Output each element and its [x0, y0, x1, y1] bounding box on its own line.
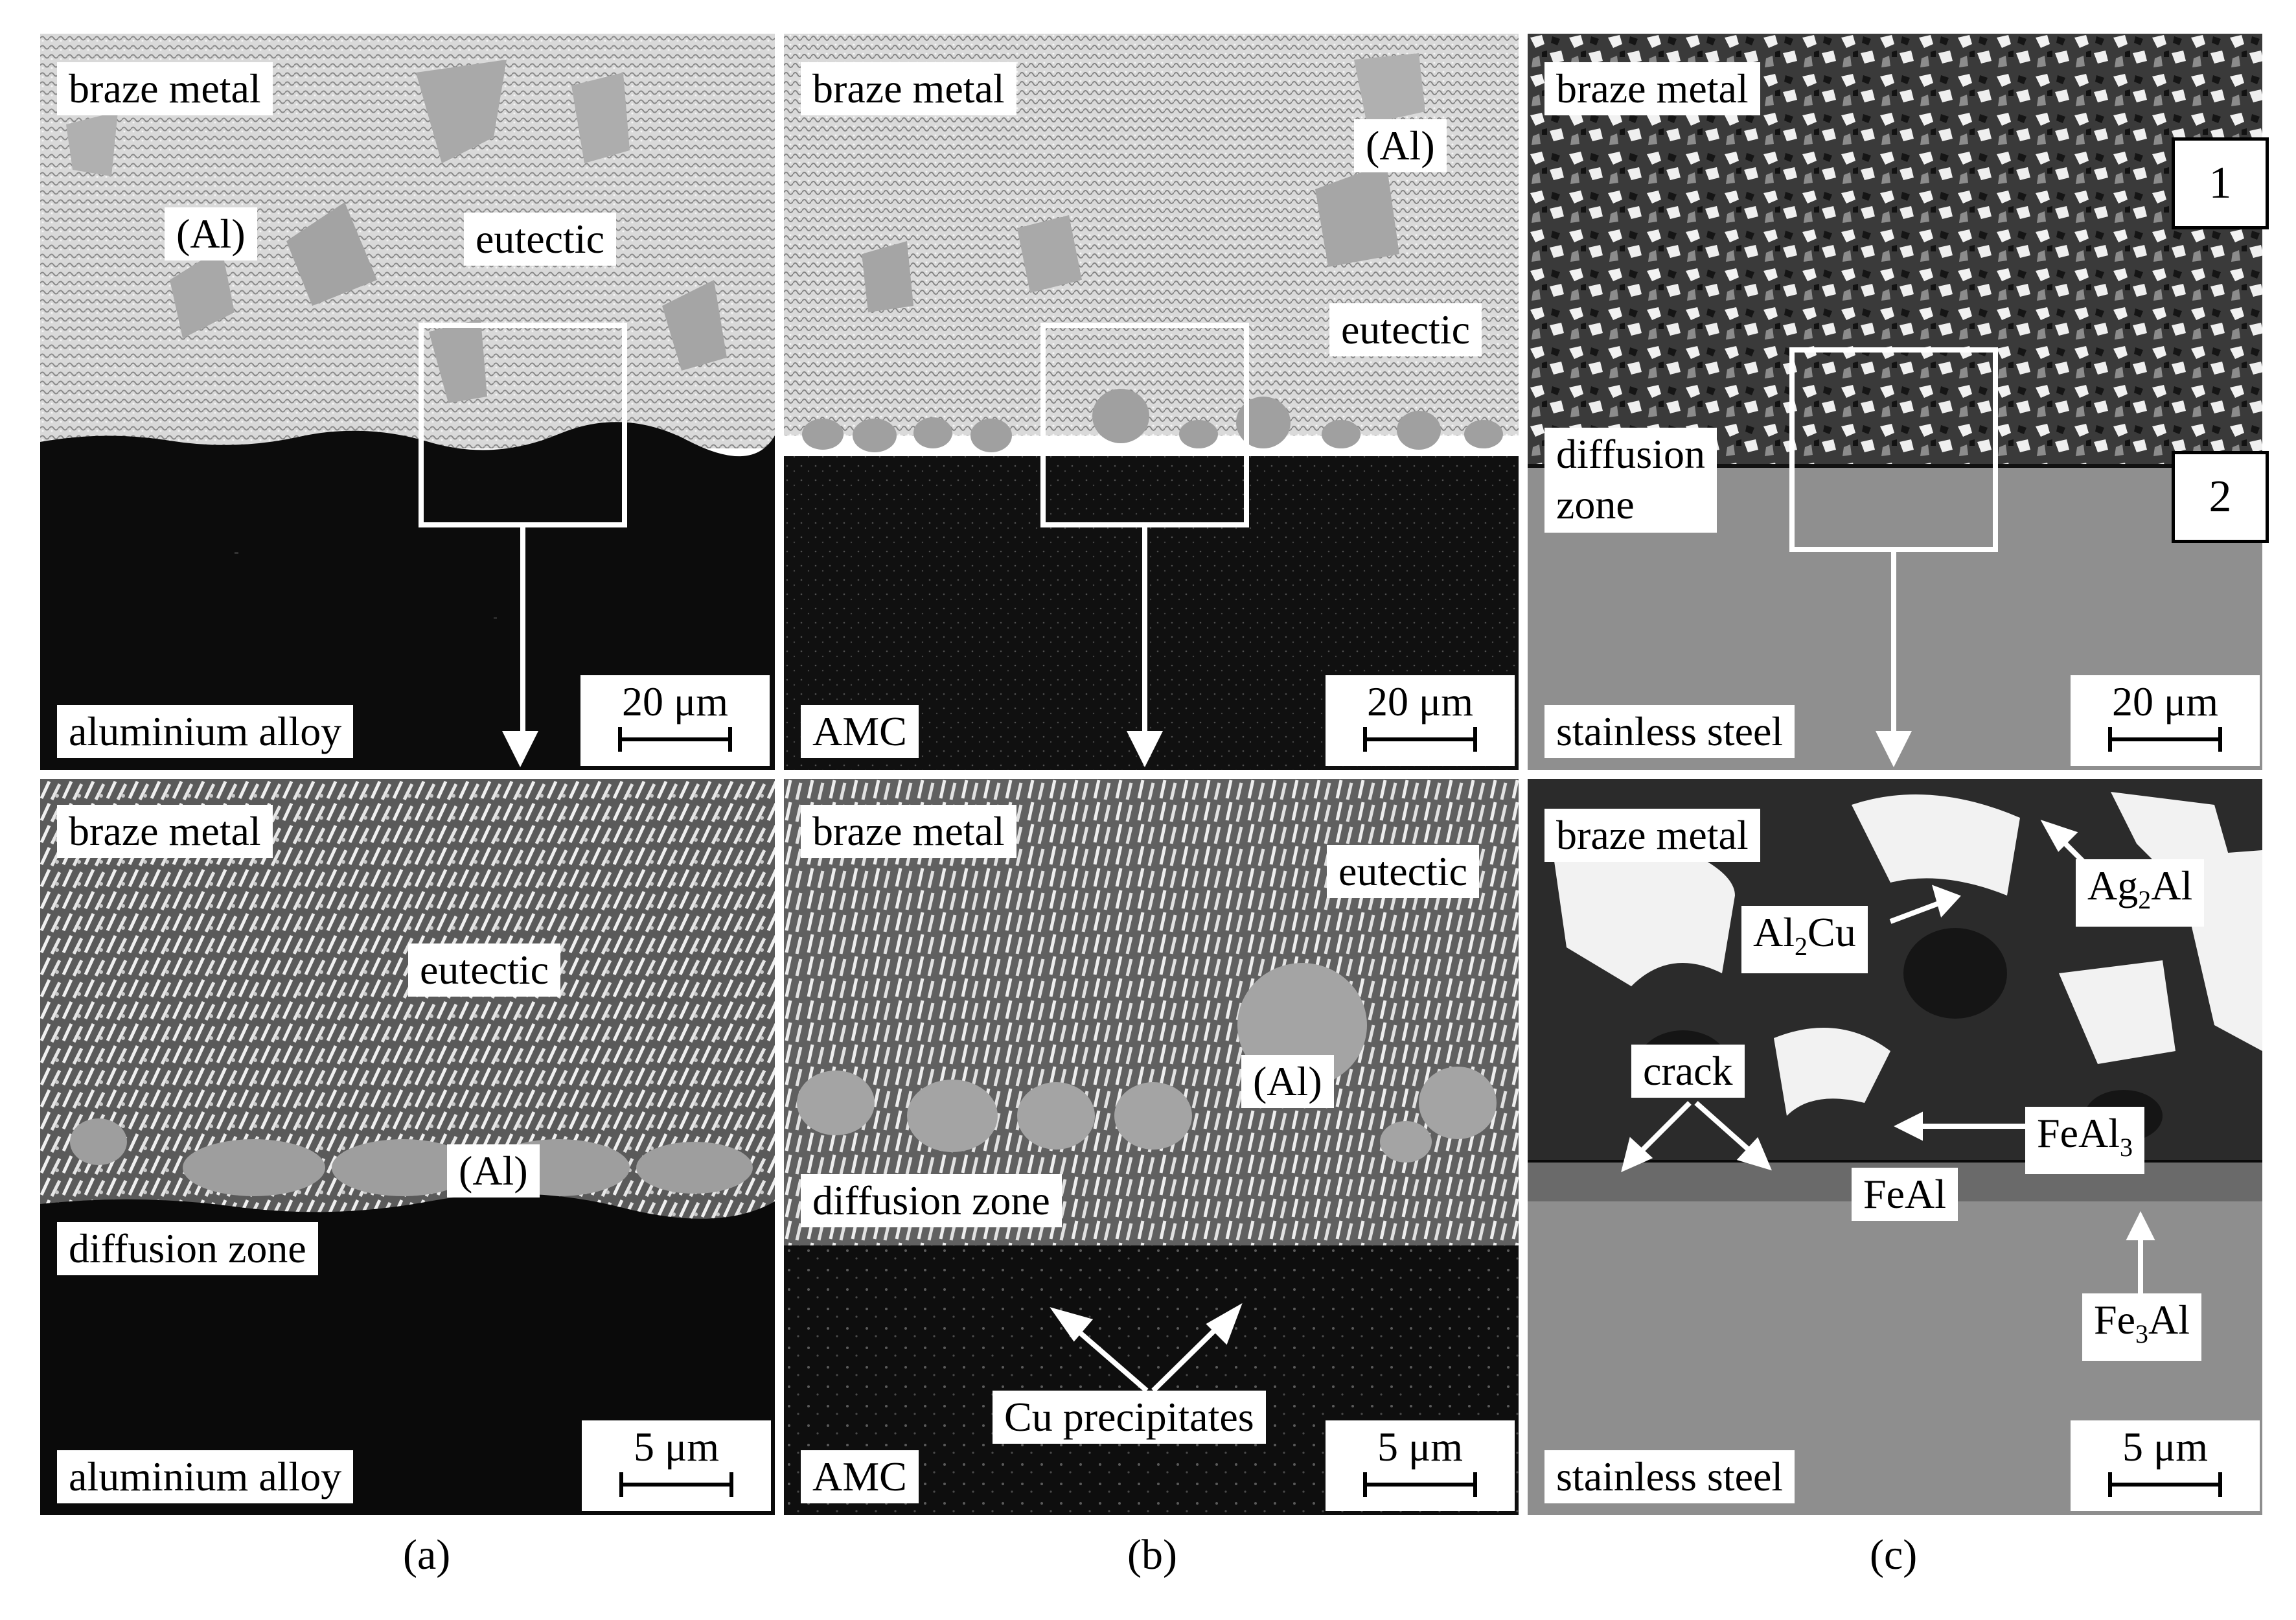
sem-image-a-bottom: [40, 779, 775, 1515]
label-braze-metal: braze metal: [801, 62, 1016, 115]
label-aluminium-alloy: aluminium alloy: [57, 1450, 354, 1503]
zoom-arrow-head: [1876, 731, 1912, 767]
label-aluminium-alloy: aluminium alloy: [57, 705, 354, 758]
scale-bar: 5 μm: [582, 1420, 771, 1511]
label-braze-metal: braze metal: [801, 805, 1016, 858]
scale-bar-label: 20 μm: [1366, 678, 1474, 724]
formula-part: Al: [2151, 862, 2193, 908]
zoom-arrow-line: [1891, 552, 1896, 734]
marker-1: 1: [2172, 137, 2269, 229]
label-stainless-steel: stainless steel: [1544, 705, 1795, 758]
label-fe3al: Fe3Al: [2082, 1293, 2201, 1361]
label-stainless-steel: stainless steel: [1544, 1450, 1795, 1503]
label-eutectic: eutectic: [464, 213, 616, 266]
marker-2: 2: [2172, 451, 2269, 543]
label-braze-metal: braze metal: [57, 805, 273, 858]
label-line-2: zone: [1556, 481, 1635, 527]
label-al-phase: (Al): [1241, 1055, 1334, 1108]
panel-c-bottom: braze metal Ag2Al Al2Cu crack FeAl3 FeAl…: [1528, 779, 2262, 1515]
scale-bar-label: 5 μm: [2122, 1424, 2209, 1470]
label-diffusion-zone: diffusion zone: [801, 1174, 1062, 1227]
panel-a-bottom: braze metal eutectic (Al) diffusion zone…: [40, 779, 775, 1515]
scale-bar-line: [1363, 727, 1477, 752]
label-line-1: diffusion: [1556, 431, 1705, 477]
scale-bar-label: 20 μm: [2111, 678, 2219, 724]
scale-bar: 20 μm: [2071, 675, 2260, 766]
label-cu-precipitates: Cu precipitates: [993, 1391, 1266, 1444]
scale-bar: 20 μm: [1326, 675, 1515, 766]
scale-bar-line: [2108, 727, 2222, 752]
label-amc: AMC: [801, 1450, 919, 1503]
scale-bar-label: 5 μm: [633, 1424, 720, 1470]
label-feal: FeAl: [1852, 1168, 1958, 1221]
label-feal3: FeAl3: [2025, 1107, 2144, 1174]
region-of-interest-box: [1040, 323, 1249, 527]
label-braze-metal: braze metal: [1544, 809, 1760, 862]
label-diffusion-zone: diffusion zone: [1544, 428, 1717, 533]
label-braze-metal: braze metal: [1544, 62, 1760, 115]
formula-part: Al: [1753, 909, 1795, 955]
zoom-arrow-head: [502, 731, 538, 767]
formula-subscript: 2: [2138, 885, 2152, 914]
zoom-arrow-line: [520, 527, 525, 732]
formula-part: Fe: [2094, 1297, 2135, 1343]
region-of-interest-box: [419, 323, 627, 527]
formula-part: Cu: [1808, 909, 1856, 955]
scale-bar-line: [618, 727, 732, 752]
label-al-phase: (Al): [165, 207, 257, 260]
formula-part: FeAl: [2037, 1110, 2120, 1156]
formula-subscript: 3: [2135, 1319, 2148, 1348]
scale-bar: 20 μm: [580, 675, 770, 766]
label-eutectic: eutectic: [1329, 303, 1482, 356]
label-eutectic: eutectic: [1327, 845, 1479, 898]
scale-bar-line: [1363, 1472, 1477, 1497]
scale-bar: 5 μm: [1326, 1420, 1515, 1511]
label-crack: crack: [1631, 1045, 1745, 1098]
panel-b-bottom: braze metal eutectic (Al) diffusion zone…: [784, 779, 1519, 1515]
panel-c-top: braze metal diffusion zone stainless ste…: [1528, 34, 2262, 770]
caption-a: (a): [403, 1531, 451, 1579]
formula-subscript: 3: [2120, 1132, 2133, 1162]
label-al-phase: (Al): [447, 1144, 540, 1198]
sem-image-a-top: [40, 34, 775, 770]
formula-part: Ag: [2087, 862, 2139, 908]
panel-b-top: braze metal (Al) eutectic AMC 20 μm: [784, 34, 1519, 770]
scale-bar-label: 5 μm: [1377, 1424, 1464, 1470]
label-eutectic: eutectic: [408, 943, 560, 997]
scale-bar-label: 20 μm: [621, 678, 729, 724]
label-braze-metal: braze metal: [57, 62, 273, 115]
zoom-arrow-line: [1142, 527, 1147, 732]
label-al-phase: (Al): [1354, 119, 1447, 172]
panel-a-top: braze metal (Al) eutectic aluminium allo…: [40, 34, 775, 770]
caption-b: (b): [1127, 1531, 1177, 1579]
label-al2cu: Al2Cu: [1741, 906, 1868, 973]
scale-bar-line: [619, 1472, 733, 1497]
formula-part: Al: [2148, 1297, 2190, 1343]
caption-c: (c): [1870, 1531, 1918, 1579]
scale-bar: 5 μm: [2071, 1420, 2260, 1511]
zoom-arrow-head: [1127, 731, 1163, 767]
label-ag2al: Ag2Al: [2076, 859, 2205, 927]
region-of-interest-box: [1789, 347, 1998, 552]
label-diffusion-zone: diffusion zone: [57, 1222, 318, 1275]
scale-bar-line: [2108, 1472, 2222, 1497]
formula-subscript: 2: [1795, 931, 1808, 961]
label-amc: AMC: [801, 705, 919, 758]
